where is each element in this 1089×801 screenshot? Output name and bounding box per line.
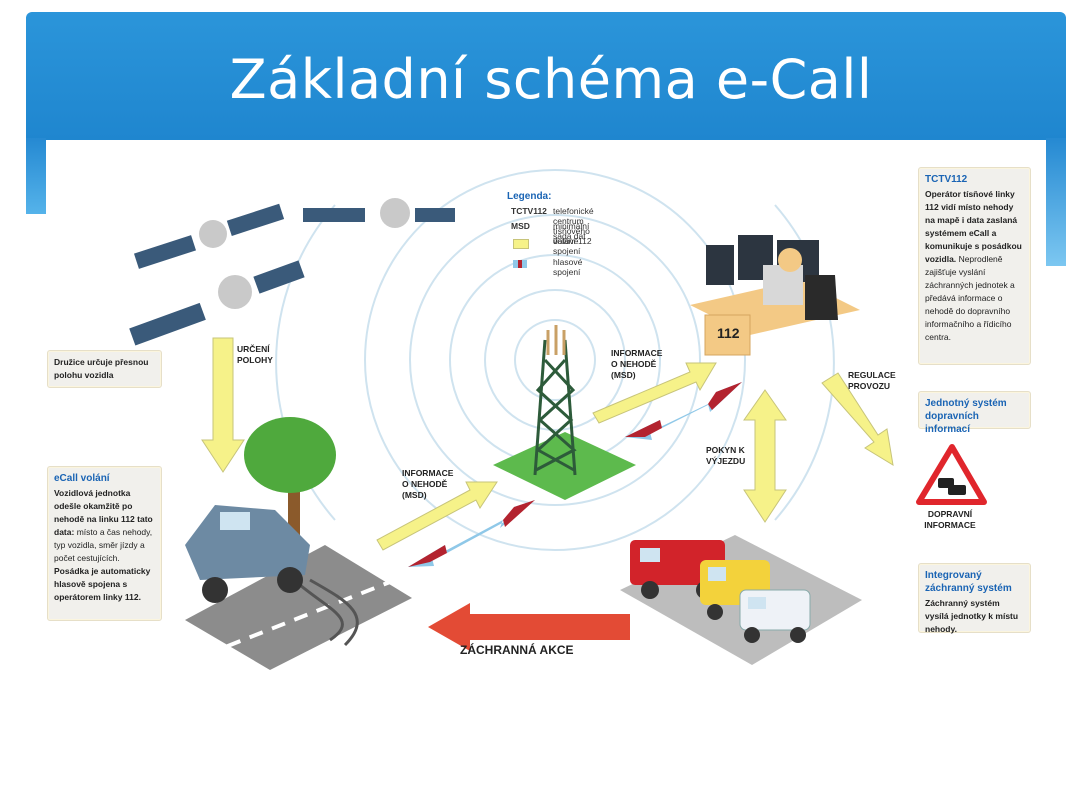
tctv-text-1: Operátor tísňové linky 112 vidí místo ne… <box>925 189 1022 264</box>
legend-heading: Legenda: <box>507 191 552 202</box>
crashed-car <box>185 505 310 603</box>
operator-desk <box>690 235 860 356</box>
road-markings <box>204 578 396 657</box>
voice-link-arrows <box>408 382 742 567</box>
legend-row-tctv: TCTV112 telefonické centrum tísňového vo… <box>507 206 594 246</box>
antenna-tower <box>533 325 577 476</box>
label-dopravni: DOPRAVNÍ INFORMACE <box>924 509 976 530</box>
ecall-box: eCall volání Vozidlová jednotka odešle o… <box>47 466 162 621</box>
road-pad <box>185 545 412 670</box>
satellite-3 <box>129 260 305 346</box>
tctv-box: TCTV112 Operátor tísňové linky 112 vidí … <box>918 167 1031 365</box>
legend-key: MSD <box>511 221 530 231</box>
legend-row-msd: MSD minimální sada dat <box>507 221 589 241</box>
voice-arrow-right-tip <box>708 382 742 410</box>
arrow-msd-right <box>592 362 717 424</box>
data-link-swatch <box>513 239 529 249</box>
skid-marks <box>299 578 359 647</box>
izs-box: Integrovaný záchranný systém Záchranný s… <box>918 563 1031 634</box>
ecall-text-1: Vozidlová jednotka odešle okamžitě po ne… <box>54 488 153 537</box>
banner-left-tail <box>26 138 46 214</box>
title-banner <box>26 12 1066 140</box>
arrow-pokyn <box>743 389 787 523</box>
label-pokyn: POKYN K VÝJEZDU <box>706 445 746 466</box>
voice-arrow-left-tip <box>503 500 535 527</box>
izs-heading: Integrovaný záchranný systém <box>925 570 1012 594</box>
ecall-text-3: Posádka je automaticky hlasově spojena s… <box>54 566 151 602</box>
tctv-text-2: Neprodleně zajišťuje vyslání záchranných… <box>925 254 1015 342</box>
legend-value: hlasové spojení <box>553 257 583 277</box>
satellite-1 <box>133 203 285 269</box>
rescue-action-arrow <box>428 603 630 651</box>
legend-row-voice: hlasové spojení <box>507 257 582 277</box>
arrow-urceni-polohy <box>201 337 245 473</box>
data-link-arrows <box>201 337 894 551</box>
sign-112-text: 112 <box>717 325 740 341</box>
radio-waves <box>275 169 835 551</box>
legend-row-data: datové spojení <box>507 236 580 256</box>
jsdi-heading: Jednotný systém dopravních informací <box>925 398 1007 435</box>
label-regulace: REGULACE PROVOZU <box>848 370 896 391</box>
satellite-2 <box>303 198 455 228</box>
tctv-heading: TCTV112 <box>925 174 968 185</box>
voice-arrow-left-ends <box>408 545 447 567</box>
banner-right-tail <box>1046 138 1066 266</box>
slide-title: Základní schéma e-Call <box>229 48 873 111</box>
legend-value: datové spojení <box>553 236 581 256</box>
label-info-right: INFORMACE O NEHODĚ (MSD) <box>611 348 663 380</box>
ecall-text-2: místo a čas nehody, typ vozidla, směr jí… <box>54 527 153 563</box>
izs-text: Záchranný systém vysílá jednotky k místu… <box>925 598 1019 634</box>
arrow-msd-left <box>376 481 498 551</box>
traffic-warning-sign <box>916 444 987 505</box>
jsdi-box: Jednotný systém dopravních informací <box>918 391 1031 435</box>
police-car <box>739 589 811 643</box>
ecall-heading: eCall volání <box>54 473 110 484</box>
legend: Legenda: TCTV112 telefonické centrum tís… <box>507 191 594 277</box>
label-info-left: INFORMACE O NEHODĚ (MSD) <box>402 468 454 500</box>
satellite-info-text: Družice určuje přesnou polohu vozidla <box>54 357 149 380</box>
label-urceni-polohy: URČENÍ POLOHY <box>237 344 273 365</box>
label-zachranna: ZÁCHRANNÁ AKCE <box>460 643 574 657</box>
legend-value: minimální sada dat <box>553 221 590 241</box>
legend-key: TCTV112 <box>511 206 547 216</box>
legend-value: telefonické centrum tísňového volání 112 <box>553 206 594 246</box>
voice-arrow-right-ends <box>625 420 662 437</box>
tree <box>244 417 336 540</box>
voice-link-swatch <box>513 260 527 268</box>
arrow-regulace <box>821 372 894 466</box>
satellite-info-box: Družice určuje přesnou polohu vozidla <box>47 350 162 388</box>
